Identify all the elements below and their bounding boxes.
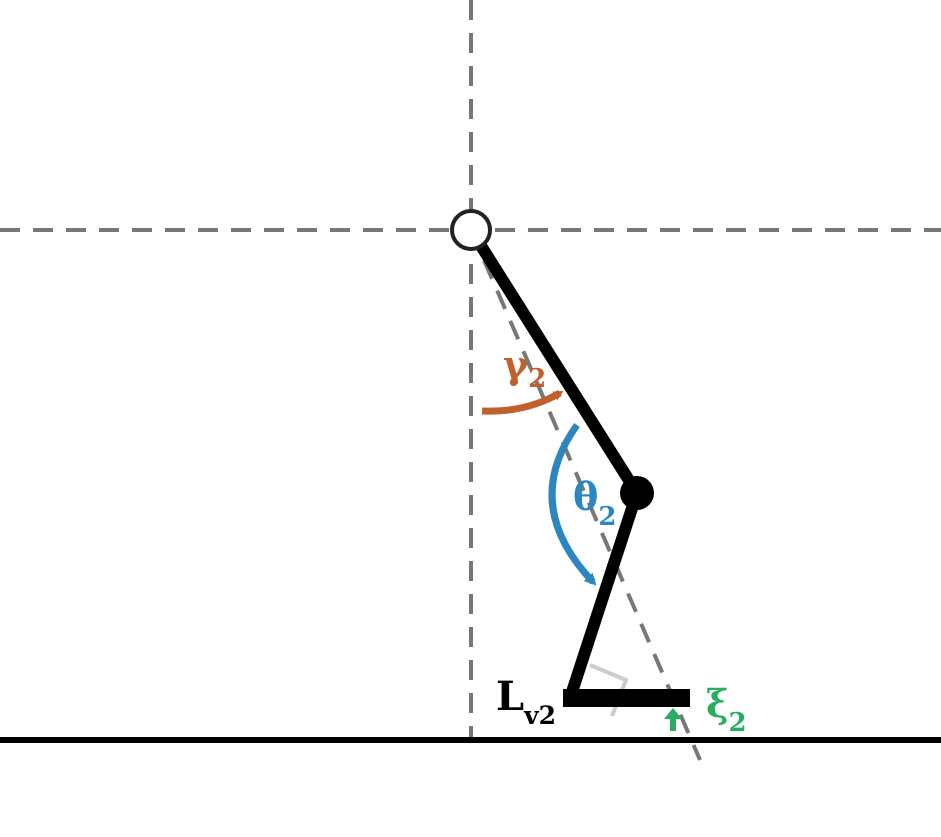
xi-label: ξ2 (706, 681, 747, 738)
gamma-label: γ2 (503, 342, 546, 394)
hip-joint (450, 209, 492, 251)
shank-link (564, 491, 643, 700)
virtual-leg-dashed-line (469, 229, 702, 761)
theta-label: θ2 (573, 474, 616, 532)
thigh-link (465, 226, 643, 497)
knee-joint (620, 476, 654, 510)
theta-angle-arc (548, 422, 597, 586)
lv-label: Lv2 (496, 673, 556, 730)
xi-arrow (664, 708, 682, 731)
gamma-angle-arc (481, 389, 564, 415)
